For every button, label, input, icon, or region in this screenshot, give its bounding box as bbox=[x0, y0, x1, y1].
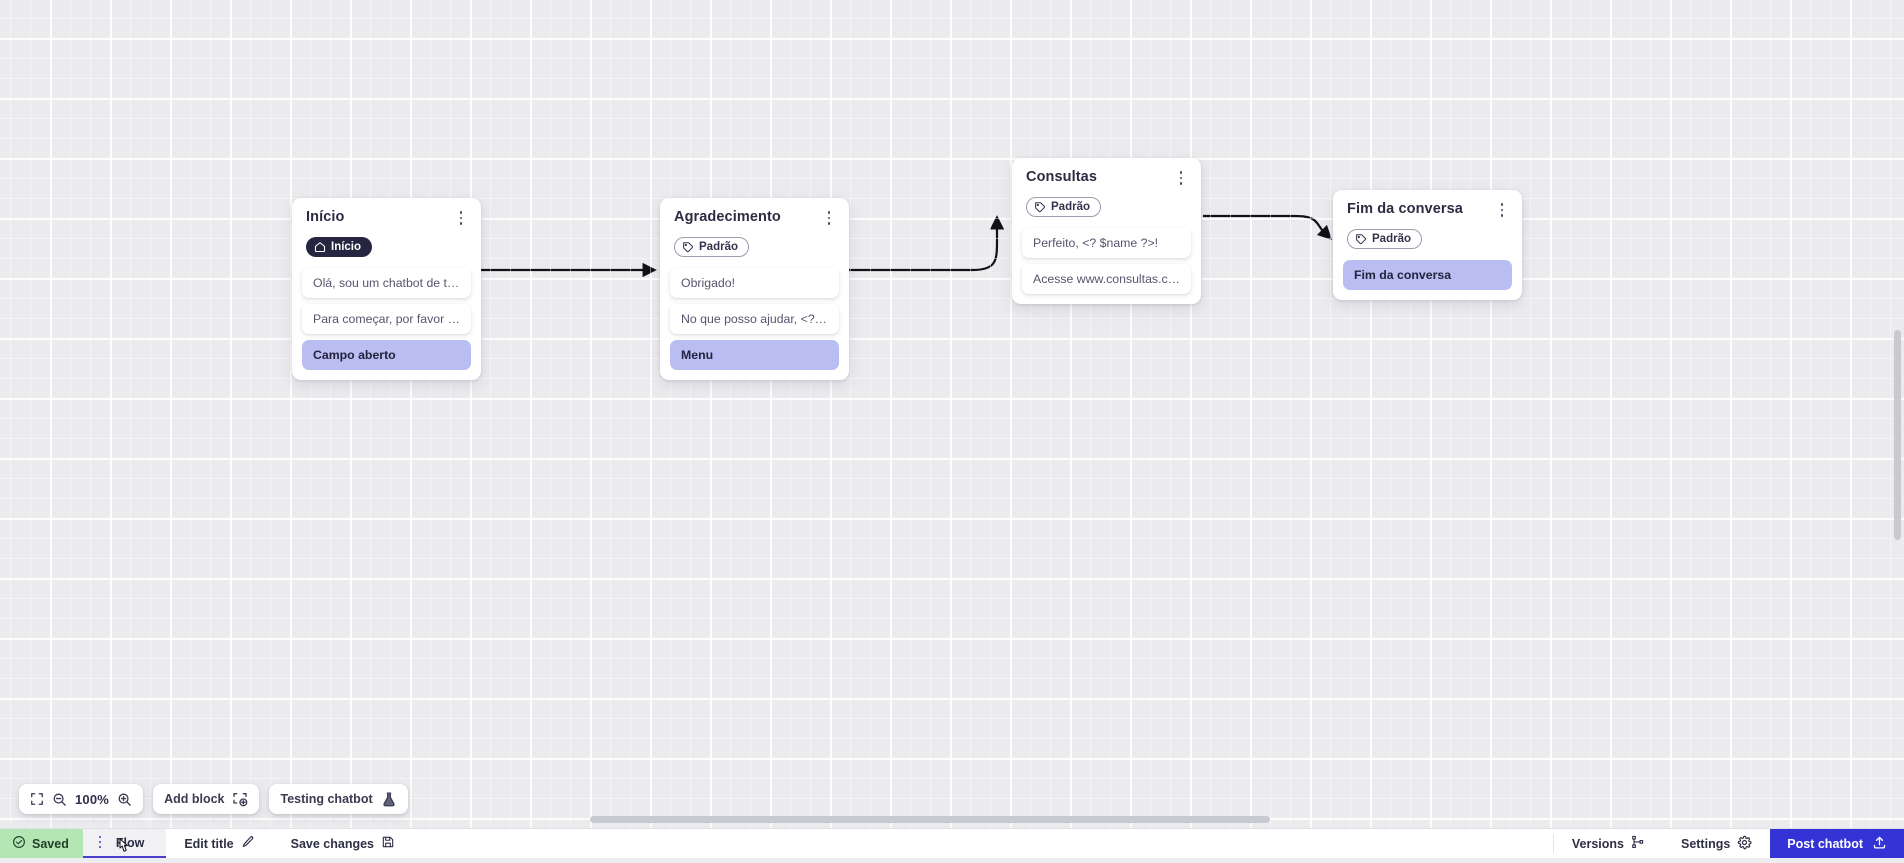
node-row-message[interactable]: Acesse www.consultas.com par... bbox=[1022, 264, 1191, 294]
badge-label: Padrão bbox=[1372, 233, 1411, 245]
node-rows: Fim da conversa bbox=[1343, 260, 1512, 290]
edge-agradecimento-consultas bbox=[849, 218, 997, 270]
node-row-action[interactable]: Menu bbox=[670, 340, 839, 370]
node-rows: Perfeito, <? $name ?>! Acesse www.consul… bbox=[1022, 228, 1191, 294]
bottom-status-bar: Saved Flow Edit title Save changes Versi… bbox=[0, 828, 1904, 858]
scrollbar-thumb[interactable] bbox=[1894, 330, 1901, 540]
node-title: Consultas bbox=[1026, 169, 1097, 186]
check-circle-icon bbox=[12, 835, 26, 852]
node-menu-button[interactable] bbox=[1495, 200, 1509, 220]
pencil-icon bbox=[241, 835, 255, 852]
bottom-bar-spacer bbox=[413, 829, 1553, 858]
badge-label: Início bbox=[331, 241, 361, 253]
save-changes-button[interactable]: Save changes bbox=[273, 829, 413, 858]
home-icon bbox=[314, 241, 326, 253]
flow-edges bbox=[0, 0, 1904, 828]
tag-icon bbox=[682, 241, 694, 253]
canvas-vertical-scrollbar[interactable] bbox=[1893, 0, 1902, 828]
upload-icon bbox=[1872, 835, 1887, 853]
settings-button[interactable]: Settings bbox=[1663, 829, 1770, 858]
node-menu-button[interactable] bbox=[822, 208, 836, 228]
edge-consultas-fim bbox=[1203, 216, 1330, 238]
versions-label: Versions bbox=[1572, 837, 1624, 851]
canvas-toolbar: 100% Add block Testing chatbot bbox=[19, 784, 408, 814]
node-header: Consultas bbox=[1022, 169, 1191, 188]
tag-icon bbox=[1355, 233, 1367, 245]
testing-chatbot-button[interactable]: Testing chatbot bbox=[269, 784, 407, 814]
node-header: Fim da conversa bbox=[1343, 201, 1512, 220]
flow-node-inicio[interactable]: Início Início Olá, sou um chatbot de tes… bbox=[292, 198, 481, 380]
add-block-button[interactable]: Add block bbox=[153, 784, 259, 814]
badge-padrao[interactable]: Padrão bbox=[1347, 229, 1422, 249]
badge-label: Padrão bbox=[1051, 201, 1090, 213]
fit-screen-icon[interactable] bbox=[30, 792, 44, 806]
badge-padrao[interactable]: Padrão bbox=[674, 237, 749, 257]
node-rows: Obrigado! No que posso ajudar, <? $name … bbox=[670, 268, 839, 370]
add-block-label: Add block bbox=[164, 792, 224, 806]
node-title: Fim da conversa bbox=[1347, 201, 1463, 218]
flow-canvas[interactable]: Início Início Olá, sou um chatbot de tes… bbox=[0, 0, 1904, 828]
settings-label: Settings bbox=[1681, 837, 1730, 851]
node-title: Início bbox=[306, 209, 344, 226]
node-header: Início bbox=[302, 209, 471, 228]
node-menu-button[interactable] bbox=[454, 208, 468, 228]
node-row-message[interactable]: Para começar, por favor digite o ... bbox=[302, 304, 471, 334]
node-badge-row: Padrão bbox=[1022, 188, 1191, 218]
flow-node-fim-da-conversa[interactable]: Fim da conversa Padrão Fim da conversa bbox=[1333, 190, 1522, 300]
node-row-message[interactable]: Olá, sou um chatbot de teste! bbox=[302, 268, 471, 298]
tab-flow-label: Flow bbox=[116, 836, 144, 850]
testing-chatbot-label: Testing chatbot bbox=[280, 792, 372, 806]
node-badge-row: Padrão bbox=[670, 228, 839, 258]
edit-title-button[interactable]: Edit title bbox=[166, 829, 272, 858]
node-badge-row: Início bbox=[302, 228, 471, 258]
node-menu-button[interactable] bbox=[1174, 168, 1188, 188]
save-changes-label: Save changes bbox=[291, 837, 374, 851]
zoom-in-icon[interactable] bbox=[117, 792, 132, 807]
saved-label: Saved bbox=[32, 837, 69, 851]
badge-inicio[interactable]: Início bbox=[306, 237, 372, 257]
flow-node-agradecimento[interactable]: Agradecimento Padrão Obrigado! No que po… bbox=[660, 198, 849, 380]
zoom-controls: 100% bbox=[19, 784, 143, 814]
saved-status-badge: Saved bbox=[0, 829, 83, 858]
node-rows: Olá, sou um chatbot de teste! Para começ… bbox=[302, 268, 471, 370]
save-disk-icon bbox=[381, 835, 395, 852]
flow-node-consultas[interactable]: Consultas Padrão Perfeito, <? $name ?>! … bbox=[1012, 158, 1201, 304]
badge-padrao[interactable]: Padrão bbox=[1026, 197, 1101, 217]
flask-icon bbox=[381, 791, 397, 808]
gear-icon bbox=[1737, 835, 1752, 853]
badge-label: Padrão bbox=[699, 241, 738, 253]
canvas-horizontal-scrollbar[interactable] bbox=[0, 814, 1904, 825]
node-row-message[interactable]: Perfeito, <? $name ?>! bbox=[1022, 228, 1191, 258]
post-chatbot-label: Post chatbot bbox=[1787, 837, 1863, 851]
branch-icon bbox=[1631, 835, 1645, 852]
drag-handle-icon[interactable] bbox=[93, 834, 107, 850]
tag-icon bbox=[1034, 201, 1046, 213]
node-badge-row: Padrão bbox=[1343, 220, 1512, 250]
scrollbar-thumb[interactable] bbox=[590, 816, 1270, 823]
tab-flow[interactable]: Flow bbox=[83, 829, 166, 858]
zoom-level: 100% bbox=[75, 792, 109, 807]
edit-title-label: Edit title bbox=[184, 837, 233, 851]
node-row-message[interactable]: No que posso ajudar, <? $name ... bbox=[670, 304, 839, 334]
node-row-action[interactable]: Fim da conversa bbox=[1343, 260, 1512, 290]
zoom-out-icon[interactable] bbox=[52, 792, 67, 807]
versions-button[interactable]: Versions bbox=[1554, 829, 1663, 858]
add-block-icon bbox=[232, 791, 248, 807]
node-row-action[interactable]: Campo aberto bbox=[302, 340, 471, 370]
post-chatbot-button[interactable]: Post chatbot bbox=[1770, 829, 1904, 858]
node-header: Agradecimento bbox=[670, 209, 839, 228]
node-row-message[interactable]: Obrigado! bbox=[670, 268, 839, 298]
node-title: Agradecimento bbox=[674, 209, 781, 226]
